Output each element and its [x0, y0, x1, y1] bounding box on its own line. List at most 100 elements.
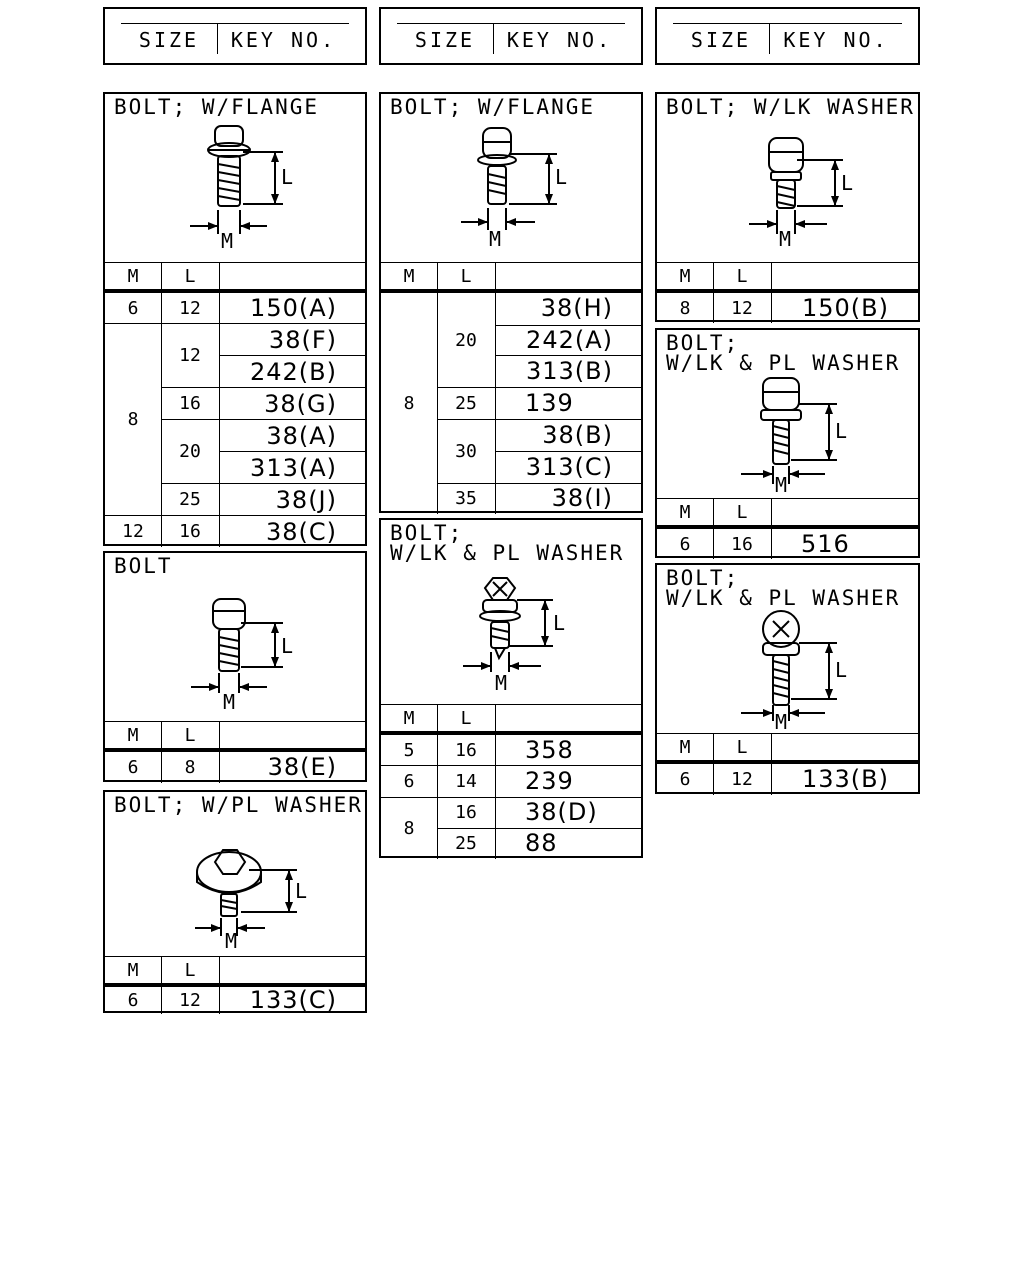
key-number: 313(B): [526, 357, 613, 385]
panel-title: BOLT: [114, 554, 173, 578]
cell-l: 8: [184, 756, 196, 778]
cell-l: 16: [455, 739, 477, 761]
cell-l: 12: [179, 297, 201, 319]
key-number: 38(J): [275, 486, 337, 514]
key-number: 38(E): [267, 753, 337, 781]
cell-l: 35: [455, 488, 477, 509]
key-number: 139: [525, 389, 574, 417]
size-label: SIZE: [673, 24, 770, 54]
col-l: L: [184, 724, 196, 746]
panel-bolt: BOLT L M M L 6 8 38(E): [103, 551, 367, 783]
cell-l: 12: [179, 989, 201, 1011]
key-number: 313(A): [250, 454, 337, 482]
key-number: 239: [525, 767, 574, 795]
diameter-label: M: [489, 227, 501, 251]
key-number: 38(H): [540, 294, 613, 322]
cell-l: 12: [731, 768, 753, 790]
key-number: 38(A): [266, 422, 337, 450]
cell-l: 25: [455, 833, 477, 854]
key-number: 38(G): [264, 390, 337, 418]
size-table: M L 5 16 358 6 14 239 8 16 38(D) 25 88: [381, 704, 641, 859]
cell-m: 8: [127, 408, 139, 430]
diameter-label: M: [225, 929, 237, 953]
key-number: 358: [525, 736, 574, 764]
col-l: L: [736, 265, 748, 287]
panel-title: BOLT;W/LK & PL WASHER: [390, 521, 625, 565]
column-header-row: M L: [105, 722, 365, 752]
col-m: M: [679, 736, 691, 758]
cell-m: 6: [403, 770, 415, 792]
size-table: M L 6 12 133(B): [657, 733, 918, 795]
cell-l: 25: [179, 488, 201, 510]
col-m: M: [127, 265, 139, 287]
key-number: 242(B): [250, 358, 337, 386]
cell-l: 16: [455, 802, 477, 823]
cell-l: 14: [455, 770, 477, 792]
cell-m: 8: [403, 393, 415, 414]
panel-title: BOLT;W/LK & PL WASHER: [666, 331, 901, 375]
panel-title: BOLT; W/FLANGE: [114, 95, 320, 119]
diameter-label: M: [495, 671, 507, 695]
hex-bolt-figure: L M: [191, 598, 293, 714]
diameter-label: M: [221, 229, 233, 253]
cell-l: 20: [455, 329, 477, 351]
diameter-label: M: [223, 690, 235, 714]
column-header-row: M L: [657, 263, 918, 293]
key-no-label: KEY NO.: [506, 28, 613, 52]
key-number: 313(C): [525, 453, 613, 481]
col-m: M: [127, 959, 139, 981]
panel-bolt-w-lk-pl-washer-right-2: BOLT;W/LK & PL WASHER L M M L 6 12 133(B…: [655, 563, 920, 795]
panel-bolt-w-lk-pl-washer-middle: BOLT;W/LK & PL WASHER L M M L 5 16: [379, 518, 643, 859]
cell-l: 12: [179, 344, 201, 366]
key-no-label: KEY NO.: [783, 28, 889, 52]
cell-m: 5: [403, 739, 415, 761]
size-key-header-3: SIZE KEY NO.: [655, 7, 920, 65]
cell-m: 6: [679, 768, 691, 790]
col-l: L: [184, 959, 196, 981]
size-label: SIZE: [121, 24, 218, 54]
length-label: L: [295, 879, 307, 903]
key-number: 38(F): [268, 326, 337, 354]
cell-l: 16: [731, 533, 753, 555]
col-l: L: [736, 501, 748, 523]
panel-title: BOLT; W/PL WASHER: [114, 793, 363, 817]
col-m: M: [679, 501, 691, 523]
key-number: 38(C): [265, 518, 337, 546]
column-header-row: M L: [657, 499, 918, 529]
key-number: 88: [525, 829, 558, 857]
panel-title: BOLT; W/FLANGE: [390, 95, 596, 119]
col-m: M: [127, 724, 139, 746]
panel-bolt-w-pl-washer: BOLT; W/PL WASHER L M M L 6 12 133(C): [103, 790, 367, 1014]
column-header-row: M L: [381, 263, 641, 293]
panel-bolt-w-flange-middle: BOLT; W/FLANGE L M M L 8 20 38(: [379, 92, 643, 514]
column-header-row: M L: [381, 705, 641, 735]
col-m: M: [403, 265, 415, 287]
length-label: L: [555, 165, 567, 189]
diameter-label: M: [775, 473, 787, 494]
lk-pl-washer-bolt-figure: L M: [463, 577, 565, 695]
flange-bolt-figure: L M: [190, 125, 293, 253]
col-m: M: [679, 265, 691, 287]
cell-m: 6: [127, 989, 139, 1011]
key-number: 38(D): [525, 798, 598, 826]
column-header-row: M L: [105, 263, 365, 293]
size-table: M L 6 8 38(E): [105, 721, 365, 783]
column-header-row: M L: [105, 957, 365, 987]
key-number: 242(A): [526, 326, 613, 354]
cell-m: 12: [122, 520, 144, 542]
panel-title: BOLT;W/LK & PL WASHER: [666, 566, 901, 610]
cross-head-bolt-figure: L M: [741, 610, 847, 729]
panel-bolt-w-lk-pl-washer-right-1: BOLT;W/LK & PL WASHER L M M L 6 16 516: [655, 328, 920, 559]
cell-m: 6: [127, 756, 139, 778]
key-number: 133(C): [249, 986, 337, 1014]
cell-m: 6: [679, 533, 691, 555]
cell-l: 16: [179, 520, 201, 542]
length-label: L: [281, 165, 293, 189]
col-m: M: [403, 707, 415, 729]
length-label: L: [281, 634, 293, 658]
size-table: M L 6 12 133(C): [105, 956, 365, 1014]
col-l: L: [460, 265, 472, 287]
col-l: L: [736, 736, 748, 758]
key-no-label: KEY NO.: [230, 28, 337, 52]
